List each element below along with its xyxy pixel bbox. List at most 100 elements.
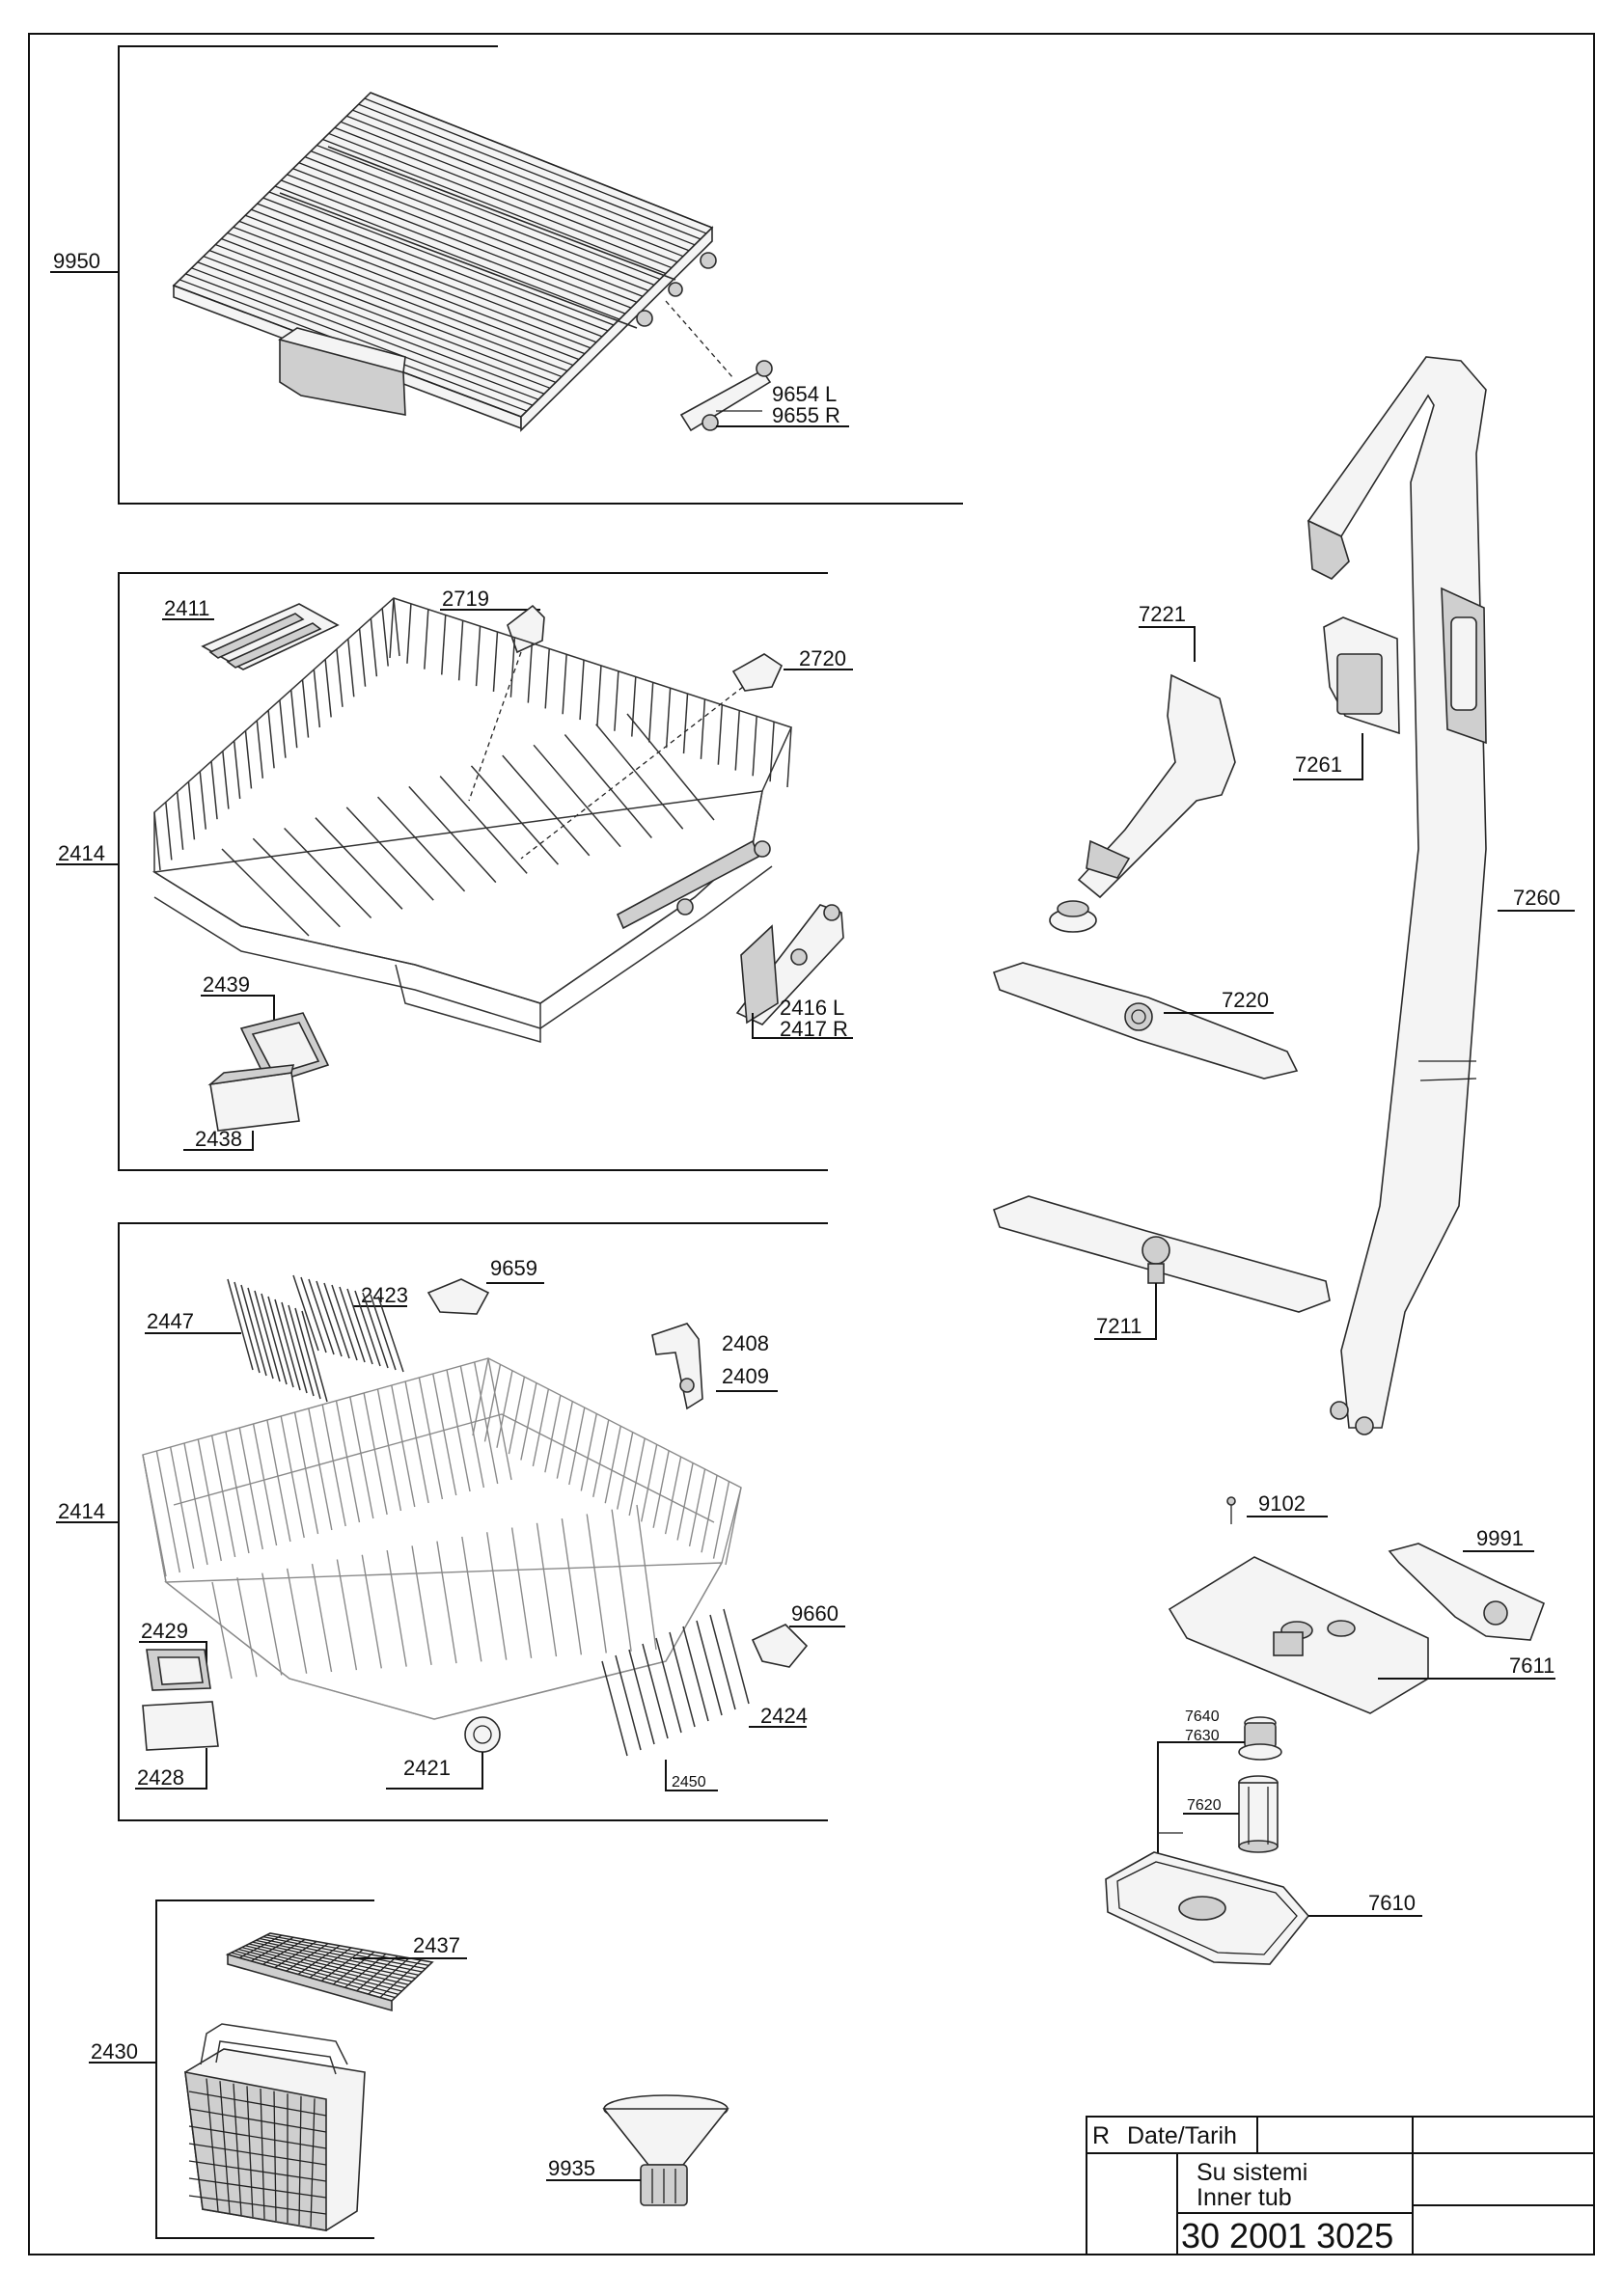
line-art-stroke	[472, 1357, 489, 1436]
line-art-stroke	[580, 1413, 597, 1491]
label-2417-r: 2417 R	[780, 1017, 848, 1041]
label-2414-lower: 2414	[58, 1499, 105, 1523]
line-art-stroke	[647, 682, 654, 743]
line-art-stroke	[665, 688, 672, 749]
line-art-stroke	[432, 1373, 457, 1496]
arm-9991	[1388, 1543, 1546, 1641]
line-art-stroke	[311, 1564, 333, 1673]
line-art-stroke	[362, 1292, 389, 1369]
label-2450: 2450	[672, 1774, 706, 1790]
line-art-stroke	[221, 848, 310, 937]
line-art-stroke	[262, 1938, 306, 1965]
line-art-stroke	[331, 1284, 358, 1361]
line-art-stroke	[352, 109, 696, 246]
line-art-stroke	[636, 1504, 657, 1651]
label-2438: 2438	[195, 1127, 242, 1151]
line-art-stroke	[604, 1426, 621, 1504]
label-2720: 2720	[799, 646, 846, 670]
rail-2416-2417	[735, 904, 844, 1025]
line-art-stroke	[289, 690, 298, 749]
line-art-stroke	[631, 676, 637, 737]
line-art-stroke	[279, 192, 638, 329]
line-art-stroke	[344, 1953, 387, 1988]
title-block-name-en: Inner tub	[1197, 2184, 1292, 2211]
funnel-9935	[602, 2094, 729, 2206]
section-cutlery-tray: 9950 9654 L 9655 R	[50, 45, 963, 505]
line-art-stroke	[626, 713, 715, 821]
spray-arm-7211	[993, 1195, 1331, 1313]
cutlery-basket-illustration	[184, 2023, 366, 2231]
label-7630: 7630	[1185, 1728, 1220, 1744]
cutlery-lid-2437	[225, 1932, 434, 2012]
line-art-stroke	[298, 162, 644, 297]
plate-7610	[1105, 1851, 1310, 1965]
line-art-stroke	[510, 1527, 533, 1658]
cutlery-tray-illustration	[172, 92, 717, 432]
label-7260: 7260	[1513, 886, 1560, 910]
line-art-stroke	[191, 267, 539, 400]
line-art-stroke	[227, 232, 574, 367]
line-art-stroke	[391, 1384, 416, 1508]
drawing-frame	[28, 33, 1595, 2255]
line-art-stroke	[293, 1411, 319, 1535]
label-7221: 7221	[1139, 602, 1186, 626]
line-art-stroke	[439, 776, 528, 874]
label-2408: 2408	[722, 1331, 769, 1355]
line-art-stroke	[274, 185, 620, 320]
label-2447: 2447	[147, 1309, 194, 1333]
line-art-stroke	[617, 1432, 634, 1510]
line-art-stroke	[358, 103, 701, 240]
line-art-stroke	[408, 785, 497, 884]
label-9659: 9659	[490, 1256, 537, 1280]
line-art-stroke	[345, 806, 434, 901]
line-art-stroke	[187, 781, 196, 840]
label-2719: 2719	[442, 587, 489, 611]
line-art-stroke	[316, 144, 661, 281]
line-art-stroke	[370, 92, 713, 229]
upper-basket-illustration	[151, 597, 793, 1043]
connector-7261	[1323, 616, 1400, 735]
line-art-stroke	[358, 628, 367, 687]
title-block-date-label: Date/Tarih	[1127, 2122, 1237, 2149]
line-art-stroke	[288, 1304, 315, 1397]
label-2416-l: 2416 L	[780, 996, 844, 1020]
line-art-stroke	[769, 722, 775, 782]
section-upper-basket: 2414 2411 2719 2720	[56, 572, 853, 1171]
line-art-stroke	[322, 138, 667, 275]
line-art-stroke	[301, 1310, 328, 1403]
label-7610: 7610	[1368, 1891, 1416, 1915]
line-art-stroke	[336, 648, 344, 707]
line-art-stroke	[294, 1307, 321, 1400]
line-art-stroke	[176, 791, 184, 850]
line-art-stroke	[752, 716, 757, 777]
line-art-stroke	[562, 654, 567, 715]
line-art-stroke	[309, 1947, 352, 1979]
title-block-part-number: 30 2001 3025	[1181, 2216, 1393, 2255]
line-art-stroke	[310, 150, 655, 286]
line-art-stroke	[211, 1581, 233, 1680]
line-art-stroke	[279, 699, 287, 758]
line-art-stroke	[188, 2160, 327, 2182]
line-art-stroke	[709, 1614, 736, 1710]
line-art-stroke	[473, 1361, 499, 1485]
line-art-stroke	[381, 608, 389, 667]
label-7220: 7220	[1222, 988, 1269, 1012]
line-art-stroke	[628, 1437, 646, 1517]
line-art-stroke	[436, 1541, 457, 1664]
line-art-stroke	[370, 618, 378, 677]
line-art-stroke	[688, 1468, 706, 1546]
section-water-system: 7260 7261 7221 7220	[992, 356, 1575, 1965]
line-art-stroke	[244, 730, 253, 789]
line-art-stroke	[595, 724, 684, 830]
line-art-stroke	[316, 1280, 343, 1357]
line-art-stroke	[723, 1608, 750, 1705]
line-art-stroke	[153, 811, 161, 871]
line-art-stroke	[406, 603, 412, 664]
cover-7611	[1168, 1556, 1429, 1714]
line-art-stroke	[222, 751, 230, 809]
line-art-stroke	[188, 2091, 327, 2117]
line-art-stroke	[261, 1572, 283, 1676]
line-art-stroke	[199, 771, 206, 830]
section-cutlery-basket: 2430 2437 9935	[89, 1900, 729, 2239]
